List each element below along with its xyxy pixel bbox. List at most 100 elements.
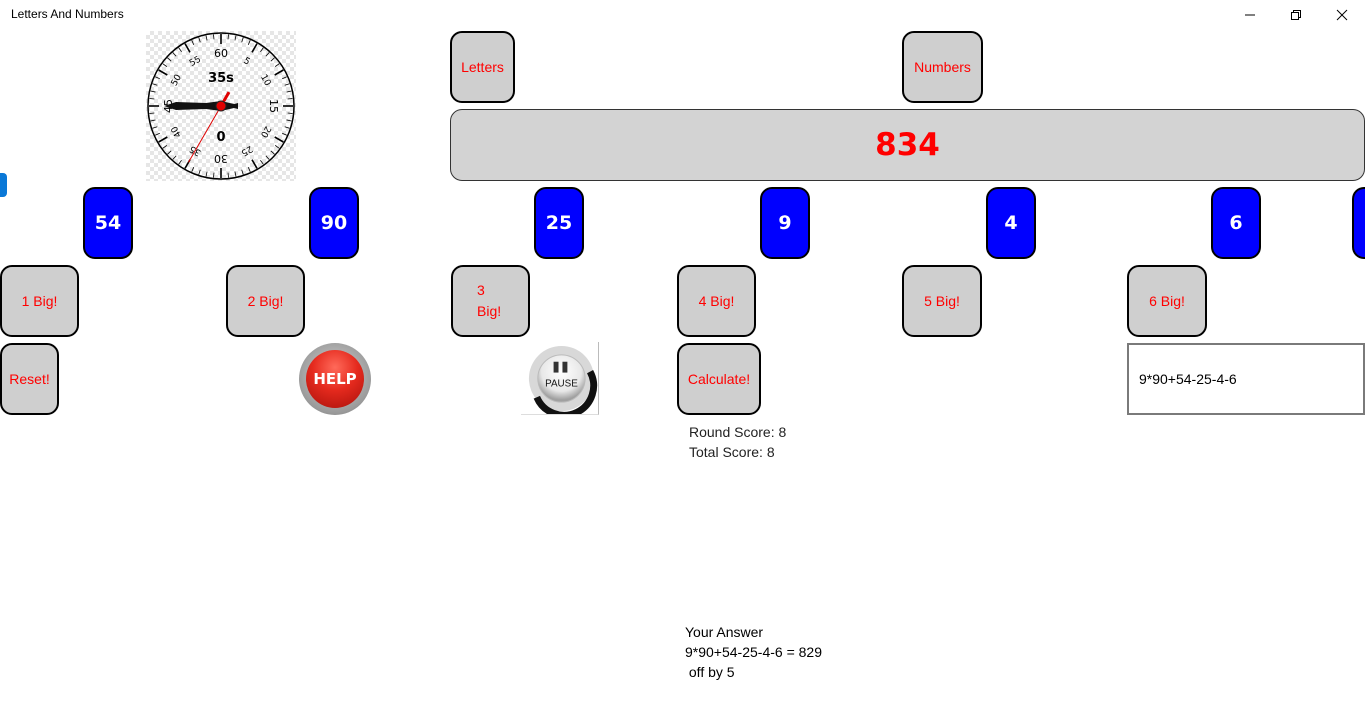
dial-tick [167, 150, 172, 155]
help-label: HELP [306, 350, 364, 408]
dial-tick [162, 63, 168, 67]
dial-tick [234, 35, 237, 41]
dial-tick [178, 159, 182, 165]
number-tile[interactable]: 25 [534, 187, 584, 259]
target-display: 834 [450, 109, 1365, 181]
dial-tick [251, 43, 258, 53]
dial-tick [155, 132, 160, 136]
second-hand [188, 105, 222, 163]
number-tile[interactable]: 6 [1211, 187, 1261, 259]
dial-tick [247, 40, 251, 45]
dial-tick [227, 172, 229, 178]
four-big-button[interactable]: 4 Big! [677, 265, 756, 337]
target-number: 834 [875, 127, 940, 163]
pause-button[interactable]: PAUSE [521, 342, 599, 415]
dial-tick [198, 37, 201, 43]
number-tile[interactable]: 9 [760, 187, 810, 259]
minimize-button[interactable] [1227, 0, 1273, 30]
dial-tick [286, 119, 292, 122]
close-button[interactable] [1319, 0, 1365, 30]
dial-tick [260, 159, 264, 165]
elapsed-label: 35s [208, 71, 234, 86]
dial-label: 25 [239, 143, 254, 157]
hand-pivot [215, 100, 227, 112]
dial-tick [213, 34, 215, 40]
pause-icon: PAUSE [528, 345, 598, 414]
dial-tick [234, 171, 237, 177]
scroll-indicator[interactable] [0, 173, 7, 197]
close-icon [1336, 9, 1348, 21]
restore-button[interactable] [1273, 0, 1319, 30]
pause-label: PAUSE [545, 378, 578, 389]
dial-tick [241, 37, 244, 43]
total-score: Total Score: 8 [689, 444, 775, 460]
five-big-button[interactable]: 5 Big! [902, 265, 982, 337]
number-tile-partial[interactable] [1352, 187, 1365, 259]
dial-tick [152, 126, 158, 129]
dial-tick [274, 136, 284, 143]
dial-label: 10 [258, 73, 273, 88]
dial-label: 20 [258, 124, 273, 139]
minute-hand [164, 101, 238, 111]
dial-tick [158, 136, 168, 143]
calculate-button[interactable]: Calculate! [677, 343, 761, 415]
dial-tick [274, 69, 284, 76]
dial-tick [260, 47, 264, 53]
dial-tick [184, 43, 191, 53]
answer-input[interactable]: 9*90+54-25-4-6 [1127, 343, 1365, 415]
dial-tick [287, 112, 293, 114]
dial-tick [172, 155, 177, 160]
numbers-button[interactable]: Numbers [902, 31, 983, 103]
dial-tick [227, 34, 229, 40]
dial-tick [241, 169, 244, 175]
dial-tick [284, 83, 290, 86]
dial-tick [162, 145, 168, 149]
dial-tick [158, 69, 168, 76]
stopwatch-face: 60510152025303540455055 35s 0 [147, 32, 295, 180]
dial-tick [172, 52, 177, 57]
dial-label: 55 [188, 55, 203, 69]
dial-tick [178, 47, 182, 53]
dial-tick [287, 98, 293, 100]
reset-button[interactable]: Reset! [0, 343, 59, 415]
result-panel: Your Answer 9*90+54-25-4-6 = 829 off by … [685, 622, 945, 682]
result-expression: 9*90+54-25-4-6 = 829 [685, 644, 822, 660]
one-big-button[interactable]: 1 Big! [0, 265, 79, 337]
number-tile[interactable]: 90 [309, 187, 359, 259]
dial-tick [152, 83, 158, 86]
dial-label: 30 [214, 152, 228, 165]
dial-label: 50 [170, 73, 185, 88]
six-big-button[interactable]: 6 Big! [1127, 265, 1207, 337]
dial-tick [191, 40, 195, 45]
dial-label: 60 [214, 47, 228, 60]
stopwatch-rim [147, 32, 295, 180]
dial-tick [150, 90, 156, 93]
minimize-icon [1245, 14, 1255, 16]
dial-label: 5 [242, 56, 252, 68]
letters-button[interactable]: Letters [450, 31, 515, 103]
dial-label: 40 [170, 124, 185, 139]
stopwatch: 60510152025303540455055 35s 0 [146, 31, 296, 181]
dial-tick [282, 132, 287, 136]
two-big-button[interactable]: 2 Big! [226, 265, 305, 337]
dial-tick [198, 169, 201, 175]
dial-tick [265, 155, 270, 160]
restore-icon [1291, 10, 1301, 20]
help-button[interactable]: HELP [299, 343, 371, 415]
dial-tick [274, 145, 280, 149]
number-tile[interactable]: 4 [986, 187, 1036, 259]
number-tile[interactable]: 54 [83, 187, 133, 259]
dial-tick [167, 57, 172, 62]
dial-tick [191, 167, 195, 172]
dial-tick [149, 98, 155, 100]
dial-tick [284, 126, 290, 129]
dial-tick [286, 90, 292, 93]
app-title: Letters And Numbers [11, 7, 124, 21]
dial-tick [205, 35, 208, 41]
answer-input-value: 9*90+54-25-4-6 [1139, 371, 1237, 387]
dial-tick [270, 57, 275, 62]
result-heading: Your Answer [685, 624, 764, 640]
dial-tick [265, 52, 270, 57]
dial-tick [270, 150, 275, 155]
three-big-button[interactable]: 3 Big! [451, 265, 530, 337]
